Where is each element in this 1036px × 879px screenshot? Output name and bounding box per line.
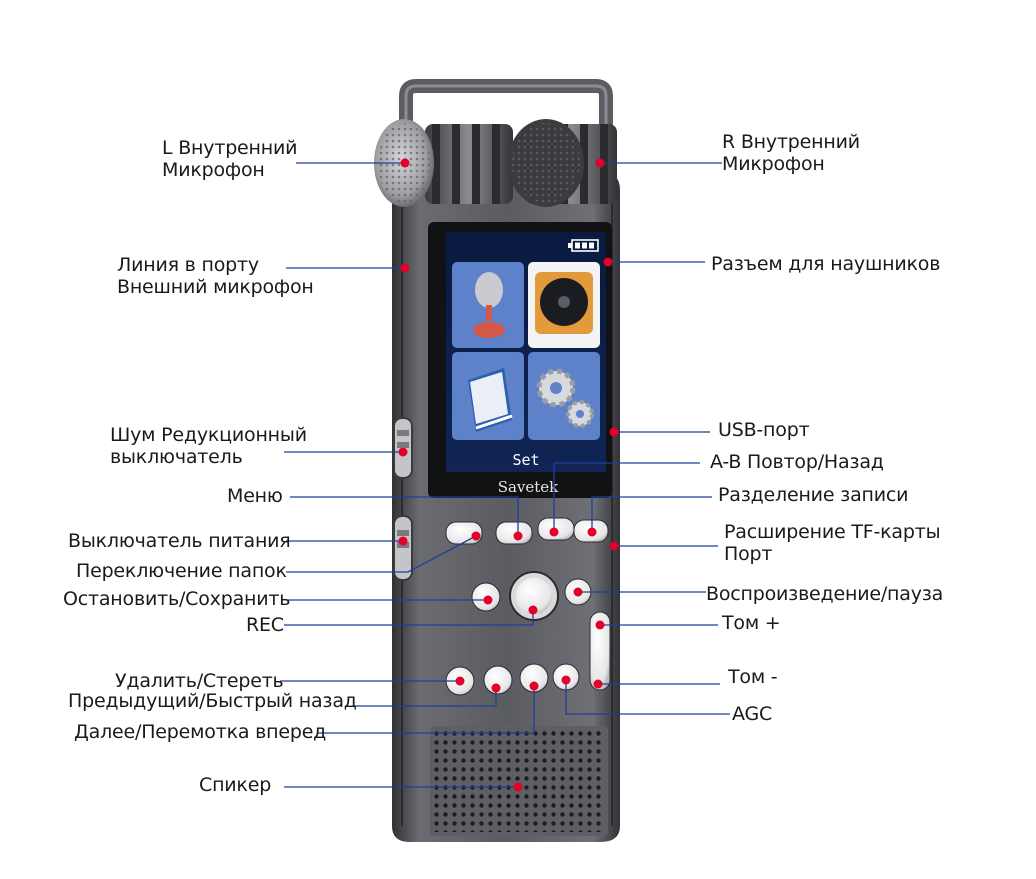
top-button-row [445,517,609,545]
ebook-app-icon [452,352,524,440]
label-split-record: Разделение записи [718,484,909,506]
speaker-grille [430,726,608,836]
screen-set-label: Set [512,451,539,469]
label-ab-repeat: A-B Повтор/Назад [710,451,884,473]
label-volume-up: Том + [722,612,781,634]
label-next: Далее/Перемотка вперед [74,721,327,743]
label-speaker: Спикер [199,774,272,796]
battery-icon [568,239,599,252]
label-headphone-jack: Разъем для наушников [711,253,941,275]
callout-dots [398,158,619,792]
label-power-switch: Выключатель питания [68,530,291,552]
label-agc: AGC [732,703,773,725]
label-play-pause: Воспроизведение/пауза [706,583,944,605]
label-delete: Удалить/Стереть [115,670,284,692]
label-previous: Предыдущий/Быстрый назад [68,690,357,712]
label-usb-port: USB-порт [718,419,810,441]
callout-lines [280,162,730,788]
label-rec: REC [246,614,284,636]
label-menu: Меню [227,485,283,507]
settings-app-icon [528,352,600,440]
label-stop-save: Остановить/Сохранить [63,588,291,610]
brand-logo: Savetek [498,478,559,496]
right-microphone [508,119,617,207]
microphone-app-icon [452,262,524,348]
label-volume-down: Том - [728,666,778,688]
label-folder-switch: Переключение папок [76,560,287,582]
music-app-icon [528,262,600,348]
device-screen: Set Savetek [428,222,612,498]
